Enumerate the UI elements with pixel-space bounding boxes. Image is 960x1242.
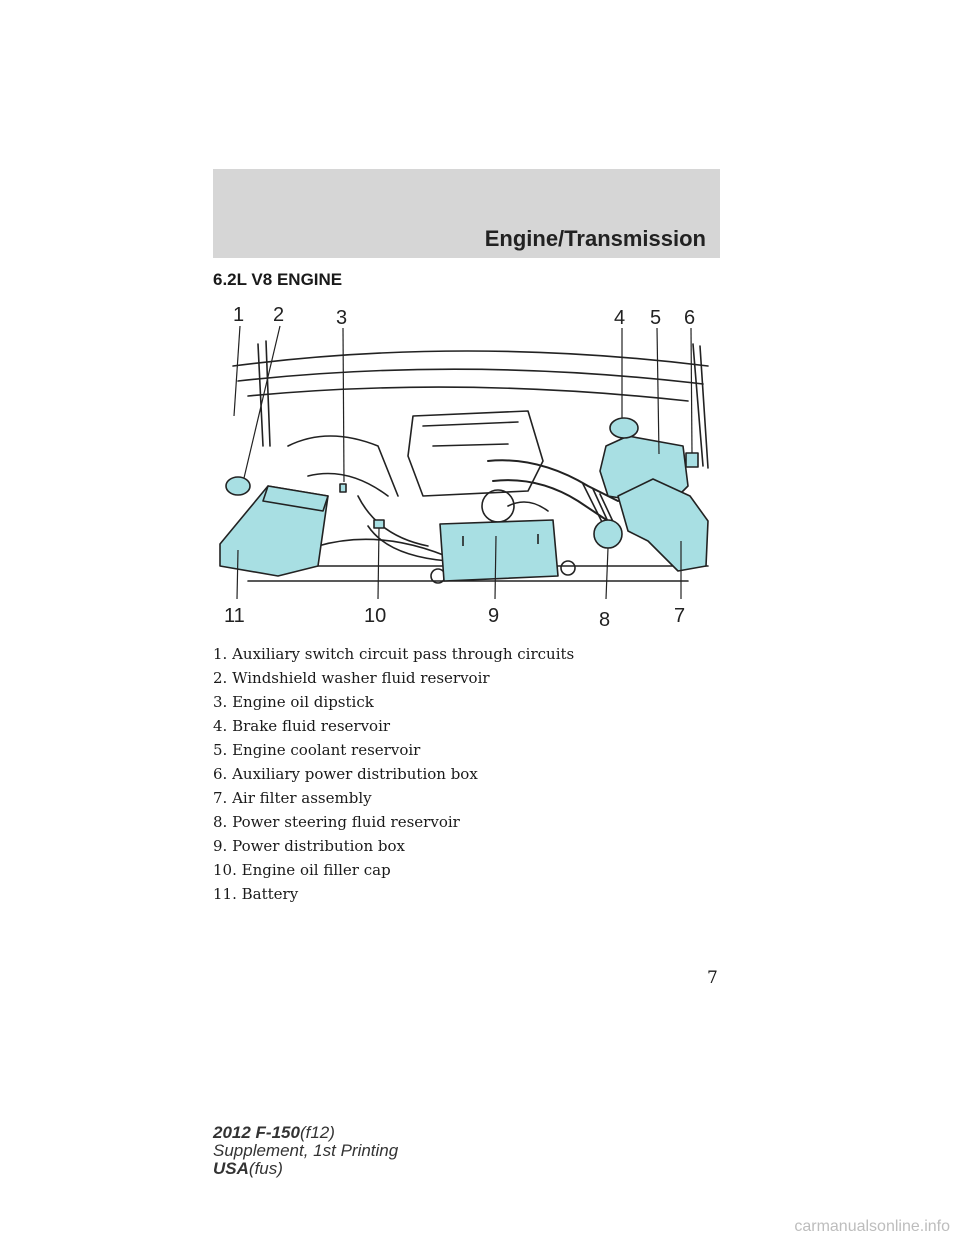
footer-market-code: (fus) — [248, 1159, 283, 1178]
legend-item: 9. Power distribution box — [213, 837, 405, 855]
callout-11: 11 — [224, 605, 245, 627]
footer-model-code: (f12) — [299, 1123, 335, 1142]
callout-7: 7 — [674, 605, 685, 627]
page-number: 7 — [707, 968, 718, 988]
callout-5: 5 — [650, 307, 661, 329]
legend-item: 1. Auxiliary switch circuit pass through… — [213, 645, 575, 663]
legend-item: 7. Air filter assembly — [213, 789, 372, 807]
footer-edition: Supplement, 1st Printing — [213, 1141, 399, 1160]
callout-6: 6 — [684, 307, 695, 329]
legend-item: 4. Brake fluid reservoir — [213, 717, 391, 735]
engine-diagram: 1 2 3 4 5 6 7 8 9 10 11 — [219, 304, 709, 631]
chapter-title: Engine/Transmission — [484, 226, 706, 251]
legend-item: 3. Engine oil dipstick — [213, 693, 374, 711]
document-footer: 2012 F-150(f12) Supplement, 1st Printing… — [213, 1124, 398, 1178]
callout-1: 1 — [233, 304, 244, 326]
callout-4: 4 — [614, 307, 625, 329]
footer-market: USA — [213, 1159, 249, 1178]
callout-9: 9 — [488, 605, 499, 627]
section-header-band: Engine/Transmission — [213, 169, 720, 258]
legend-item: 10. Engine oil filler cap — [213, 861, 391, 879]
legend-item: 5. Engine coolant reservoir — [213, 741, 421, 759]
legend-item: 2. Windshield washer fluid reservoir — [213, 669, 490, 687]
footer-model: 2012 F-150 — [213, 1123, 300, 1142]
legend-item: 11. Battery — [213, 885, 299, 903]
legend-item: 8. Power steering fluid reservoir — [213, 813, 460, 831]
watermark: carmanualsonline.info — [794, 1218, 950, 1235]
callout-3: 3 — [336, 307, 347, 329]
component-legend: 1. Auxiliary switch circuit pass through… — [213, 642, 574, 906]
section-title: 6.2L V8 ENGINE — [213, 270, 343, 289]
legend-item: 6. Auxiliary power distribution box — [213, 765, 478, 783]
callout-8: 8 — [599, 609, 610, 631]
callout-10: 10 — [364, 605, 386, 627]
callout-2: 2 — [273, 304, 284, 326]
